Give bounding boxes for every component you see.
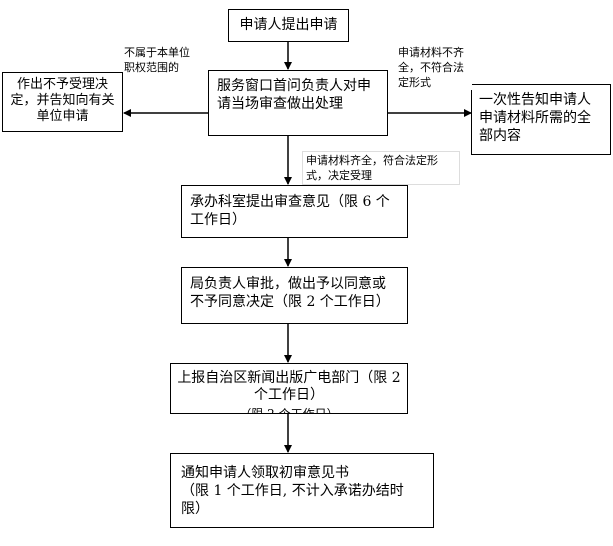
start-label: 申请人提出申请 <box>239 17 338 33</box>
step4-label-line2: （限 1 个工作日, 不计入承诺办结时限） <box>181 483 404 517</box>
note-complete: 申请材料齐全，符合法定形式，决定受理 <box>302 151 460 185</box>
step3-label-line1: 上报自治区新闻出版广电部门（限 2 <box>177 370 401 386</box>
step2-label: 局负责人审批，做出予以同意或不予同意决定（限 2 个工作日） <box>190 276 390 310</box>
step3-label-overflow: （限 2 个工作日） <box>239 407 339 414</box>
note-incomplete: 申请材料不齐全，不符合法定形式 <box>398 45 472 90</box>
note-not-in-scope: 不属于本单位职权范围的 <box>124 45 196 75</box>
step3-box: 上报自治区新闻出版广电部门（限 2 个工作日） （限 2 个工作日） <box>170 363 408 414</box>
review-label: 服务窗口首问负责人对申请当场审查做出处理 <box>217 78 371 112</box>
step3-label-line2: 个工作日） <box>254 387 324 403</box>
step4-box: 通知申请人领取初审意见书 （限 1 个工作日, 不计入承诺办结时限） <box>170 453 434 528</box>
inform-box: 一次性告知申请人申请材料所需的全部内容 <box>471 84 611 155</box>
inform-label: 一次性告知申请人申请材料所需的全部内容 <box>479 92 591 144</box>
step4-label-line1: 通知申请人领取初审意见书 <box>181 465 349 481</box>
step1-box: 承办科室提出审查意见（限 6 个工作日） <box>181 185 408 238</box>
review-box: 服务窗口首问负责人对申请当场审查做出处理 <box>208 70 388 136</box>
start-box: 申请人提出申请 <box>228 9 349 42</box>
reject-box: 作出不予受理决定，并告知向有关单位申请 <box>2 72 123 132</box>
step2-box: 局负责人审批，做出予以同意或不予同意决定（限 2 个工作日） <box>181 267 408 324</box>
step1-label: 承办科室提出审查意见（限 6 个工作日） <box>190 194 390 228</box>
reject-label: 作出不予受理决定，并告知向有关单位申请 <box>10 77 115 124</box>
